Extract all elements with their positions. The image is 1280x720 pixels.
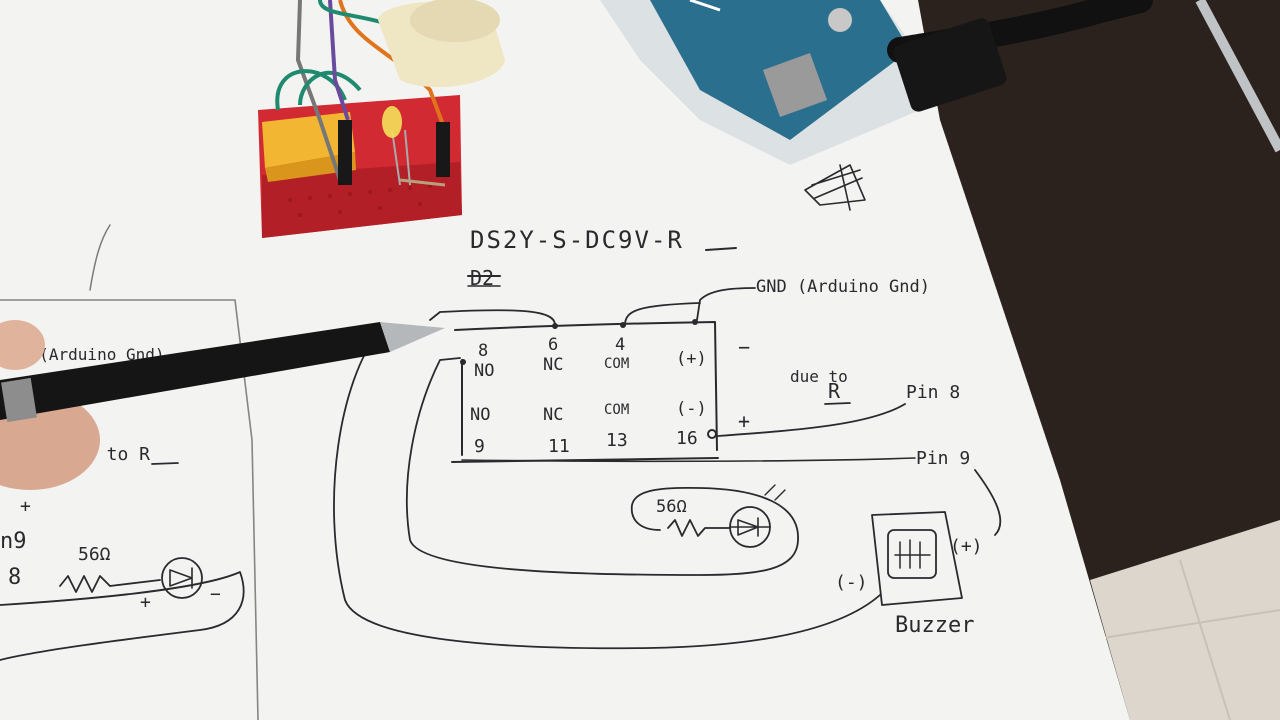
pin-num-8: 8 <box>478 341 488 361</box>
pin-name-minus: (-) <box>676 399 707 419</box>
pin-num-4: 4 <box>615 335 625 355</box>
left-resistor-value: 56Ω <box>78 544 111 565</box>
pin-header <box>338 120 352 185</box>
left-sheet-sketch: D (Arduino Gnd) s to R + n9 8 56Ω + − <box>0 345 245 661</box>
buzzer-symbol: (+) (-) Buzzer <box>835 511 983 638</box>
buzzer-component <box>378 0 505 88</box>
left-led-plus: + <box>140 592 151 613</box>
left-pin8: 8 <box>8 565 21 590</box>
arduino-board <box>600 0 930 165</box>
left-led-symbol <box>161 557 203 599</box>
pin-name-com-top: COM <box>604 356 629 372</box>
resistor-symbol <box>667 519 731 537</box>
left-to-r: s to R <box>85 444 150 465</box>
part-number: DS2Y-S-DC9V-R <box>470 226 684 254</box>
left-pin9: n9 <box>0 529 27 554</box>
pin-num-16: 16 <box>676 428 698 449</box>
pin-name-no-top: NO <box>474 361 494 381</box>
pin8-wire <box>717 403 906 437</box>
pin-num-13: 13 <box>606 430 628 451</box>
buzzer-label: Buzzer <box>895 613 974 638</box>
usb-plug <box>893 18 1007 112</box>
r-label: R <box>828 379 841 403</box>
pin8-label: Pin 8 <box>906 382 960 403</box>
pin-num-11: 11 <box>548 436 570 457</box>
pin-name-com-bottom: COM <box>604 402 629 418</box>
pin-num-6: 6 <box>548 335 558 355</box>
coil-plus: + <box>738 409 750 433</box>
metal-rod <box>1195 0 1280 153</box>
relay-pinout-diagram: 8 NO 6 NC 4 COM (+) NO 9 NC 11 COM 13 (-… <box>451 319 719 463</box>
nc-wire <box>429 309 556 326</box>
pin-name-nc-bottom: NC <box>543 405 563 425</box>
left-resistor-symbol <box>59 575 161 593</box>
pen-body <box>0 322 390 420</box>
buzzer-minus: (-) <box>835 572 868 593</box>
pin9-label: Pin 9 <box>916 448 970 469</box>
scribble <box>804 164 866 211</box>
buzzer-plus: (+) <box>950 536 983 557</box>
pin-name-nc-top: NC <box>543 355 563 375</box>
coil-minus: − <box>738 335 750 359</box>
usb-port <box>762 52 828 118</box>
resistor-led-circuit: 56Ω <box>405 357 799 576</box>
pin-num-9: 9 <box>474 436 485 457</box>
gnd-label: GND (Arduino Gnd) <box>756 277 930 297</box>
left-led-minus: − <box>210 584 221 605</box>
gnd-wire <box>696 287 756 321</box>
yellow-led <box>382 106 402 138</box>
resistor-value: 56Ω <box>656 497 687 517</box>
pen-clip <box>1 377 37 423</box>
pen-tip <box>380 322 445 352</box>
floor-tiles <box>1090 520 1280 720</box>
pin-name-no-bottom: NO <box>470 405 490 425</box>
buzzer-loop-wire <box>333 329 881 650</box>
pin9-wire <box>974 469 1002 536</box>
pin-name-plus: (+) <box>676 349 707 369</box>
left-plus: + <box>20 496 31 517</box>
hand-holding-pen <box>0 320 445 490</box>
due-to-label: due to <box>790 367 848 386</box>
left-gnd-label: D (Arduino Gnd) <box>20 345 165 364</box>
